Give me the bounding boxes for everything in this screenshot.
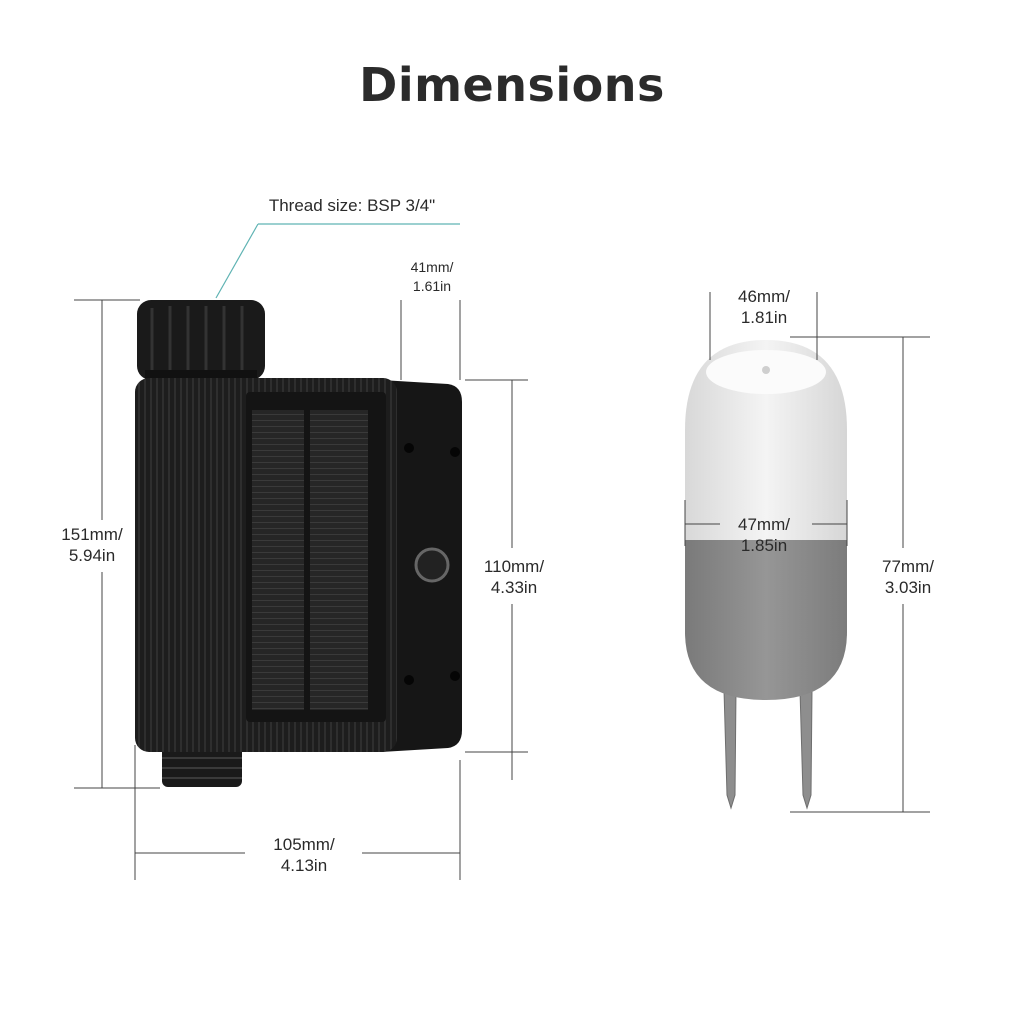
sensor-mid-width-label: 47mm/1.85in [738, 515, 790, 555]
sensor-upper-cap [685, 340, 847, 540]
solar-panel-left [252, 410, 304, 710]
sensor-height-label: 77mm/3.03in [882, 557, 934, 597]
thread-leader-line [215, 223, 460, 299]
sensor-top-width-label: 46mm/1.81in [738, 287, 790, 327]
page-title: Dimensions [359, 58, 665, 112]
probe-left [723, 689, 737, 810]
probe-right [799, 689, 813, 810]
valve-depth-label: 41mm/1.61in [410, 259, 454, 294]
soil-sensor [685, 340, 847, 810]
valve-body-height-label: 110mm/4.33in [483, 557, 545, 597]
inlet-nut [137, 300, 265, 380]
thread-size-label: Thread size: BSP 3/4" [268, 196, 436, 215]
valve-height-label: 151mm/5.94in [61, 525, 123, 565]
dimension-lines [74, 292, 930, 880]
sensor-lower-body [685, 540, 847, 700]
button-icon [414, 547, 450, 583]
solar-panel-right [310, 410, 368, 710]
valve-width-label: 105mm/4.13in [273, 835, 335, 875]
water-timer-device [135, 300, 462, 787]
